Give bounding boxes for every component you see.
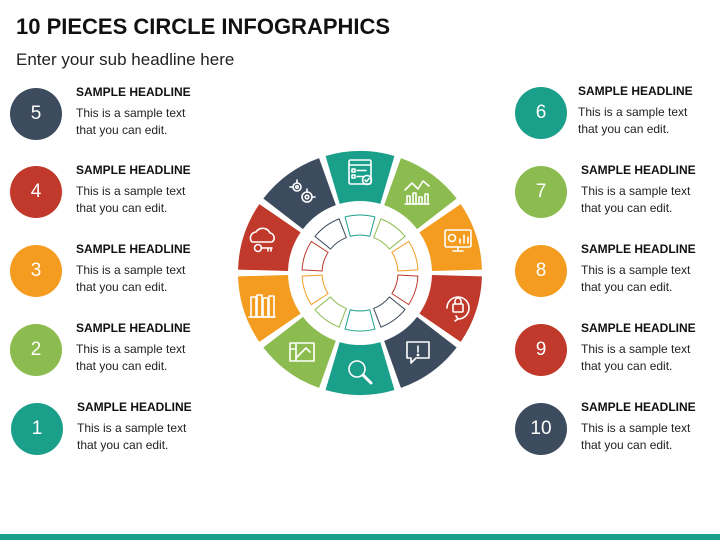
list-item-6: 6 SAMPLE HEADLINE This is a sample text … — [515, 84, 715, 141]
inner-segment-10 — [314, 218, 347, 250]
item-text: This is a sample text that you can edit. — [76, 263, 186, 294]
number-badge: 10 — [515, 403, 567, 455]
item-text: This is a sample text that you can edit. — [581, 184, 691, 215]
wheel-segment-1 — [325, 151, 395, 204]
item-headline: SAMPLE HEADLINE — [76, 321, 191, 335]
wheel-segment-7 — [263, 316, 336, 388]
wheel-segment-10 — [263, 158, 336, 230]
wheel-segment-5 — [384, 316, 457, 388]
wheel-segment-3 — [419, 204, 482, 271]
list-item-8: 8 SAMPLE HEADLINE This is a sample text … — [515, 242, 715, 299]
page-title: 10 PIECES CIRCLE INFOGRAPHICS — [16, 14, 391, 39]
list-item-3: 3 SAMPLE HEADLINE This is a sample text … — [10, 242, 210, 299]
item-text: This is a sample text that you can edit. — [76, 184, 186, 215]
inner-segment-4 — [391, 274, 419, 306]
item-text: This is a sample text that you can edit. — [77, 421, 187, 452]
blueprint-icon — [289, 342, 315, 362]
item-headline: SAMPLE HEADLINE — [581, 242, 696, 256]
item-headline: SAMPLE HEADLINE — [76, 163, 191, 177]
magnifier-icon — [348, 360, 373, 385]
list-item-5: 5 SAMPLE HEADLINE This is a sample text … — [10, 85, 210, 142]
inner-segment-7 — [314, 296, 347, 328]
inner-segment-3 — [391, 240, 419, 272]
inner-segment-9 — [301, 240, 329, 272]
item-headline: SAMPLE HEADLINE — [76, 85, 191, 99]
wheel-segment-2 — [384, 158, 457, 230]
number-badge: 4 — [10, 166, 62, 218]
list-item-7: 7 SAMPLE HEADLINE This is a sample text … — [515, 163, 715, 220]
item-text: This is a sample text that you can edit. — [76, 342, 186, 373]
number-badge: 2 — [10, 324, 62, 376]
inner-segment-6 — [344, 309, 376, 332]
bottom-accent-bar — [0, 534, 720, 540]
item-headline: SAMPLE HEADLINE — [581, 163, 696, 177]
number-badge: 7 — [515, 166, 567, 218]
item-text: This is a sample text that you can edit. — [76, 106, 186, 137]
item-headline: SAMPLE HEADLINE — [581, 321, 696, 335]
wheel-segment-6 — [325, 342, 395, 396]
cloud-key-icon — [249, 227, 275, 253]
circle-wheel — [238, 151, 482, 396]
item-text: This is a sample text that you can edit. — [578, 105, 688, 136]
item-headline: SAMPLE HEADLINE — [581, 400, 696, 414]
wheel-segment-4 — [419, 275, 482, 342]
list-item-2: 2 SAMPLE HEADLINE This is a sample text … — [10, 321, 210, 378]
wheel-center — [324, 237, 396, 309]
monitor-chart-icon — [444, 229, 472, 252]
item-headline: SAMPLE HEADLINE — [77, 400, 192, 414]
books-icon — [248, 294, 276, 318]
inner-segment-5 — [373, 296, 406, 328]
item-headline: SAMPLE HEADLINE — [76, 242, 191, 256]
number-badge: 8 — [515, 245, 567, 297]
gears-icon — [289, 179, 316, 203]
item-text: This is a sample text that you can edit. — [581, 342, 691, 373]
padlock-icon — [446, 296, 470, 322]
list-item-10: 10 SAMPLE HEADLINE This is a sample text… — [515, 400, 715, 457]
checklist-icon — [348, 159, 373, 186]
inner-segment-1 — [344, 214, 376, 237]
list-item-1: 1 SAMPLE HEADLINE This is a sample text … — [11, 400, 211, 457]
number-badge: 5 — [10, 88, 62, 140]
wheel-segment-9 — [238, 204, 301, 271]
number-badge: 3 — [10, 245, 62, 297]
inner-segment-8 — [301, 274, 329, 306]
growth-chart-icon — [404, 180, 430, 205]
number-badge: 1 — [11, 403, 63, 455]
inner-segment-2 — [373, 218, 406, 250]
number-badge: 9 — [515, 324, 567, 376]
list-item-4: 4 SAMPLE HEADLINE This is a sample text … — [10, 163, 210, 220]
alert-bubble-icon — [406, 341, 430, 364]
number-badge: 6 — [515, 87, 567, 139]
list-item-9: 9 SAMPLE HEADLINE This is a sample text … — [515, 321, 715, 378]
item-text: This is a sample text that you can edit. — [581, 263, 691, 294]
item-headline: SAMPLE HEADLINE — [578, 84, 693, 98]
page-subtitle: Enter your sub headline here — [16, 50, 235, 69]
item-text: This is a sample text that you can edit. — [581, 421, 691, 452]
